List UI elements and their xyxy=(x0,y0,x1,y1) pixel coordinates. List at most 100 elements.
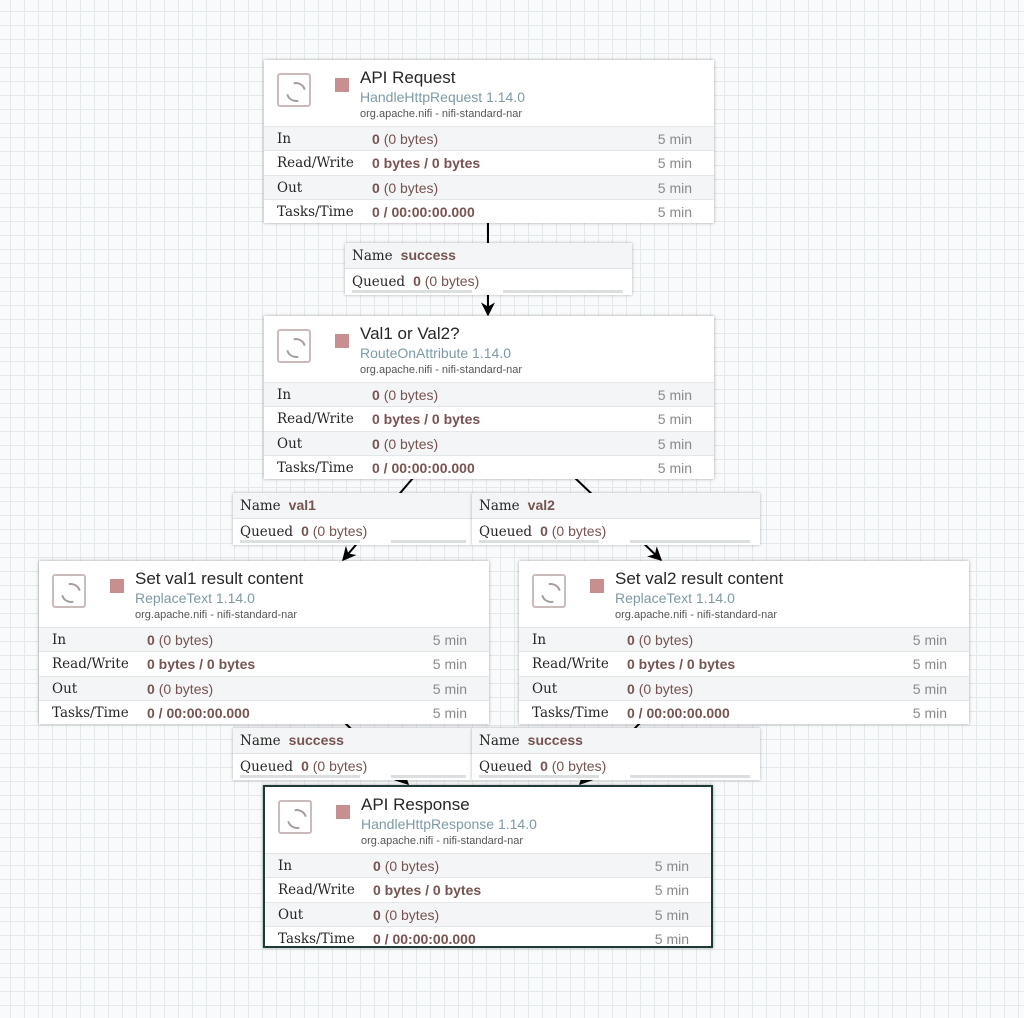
stat-window: 5 min xyxy=(432,680,467,697)
stat-value: 0 (0 bytes) xyxy=(372,432,438,456)
stat-window: 5 min xyxy=(654,906,689,923)
queued-size: (0 bytes) xyxy=(424,273,480,289)
queue-bar-count xyxy=(479,540,599,543)
stopped-status-icon xyxy=(336,805,350,819)
stat-label: Tasks/Time xyxy=(277,459,354,476)
processor-bundle: org.apache.nifi - nifi-standard-nar xyxy=(361,835,524,847)
stat-window: 5 min xyxy=(657,387,692,403)
stat-row-rw: Read/Write 0 bytes / 0 bytes 5 min xyxy=(265,877,711,901)
queued-count: 0 xyxy=(540,523,548,539)
queued-size: (0 bytes) xyxy=(551,758,607,774)
stat-size: (0 bytes) xyxy=(383,131,439,147)
stat-value: 0 bytes / 0 bytes xyxy=(373,882,482,899)
processor-name: API Response xyxy=(361,795,470,814)
processor-type: HandleHttpRequest 1.14.0 xyxy=(360,89,525,105)
stat-value: 0 / 00:00:00.000 xyxy=(373,930,476,947)
processor-type: RouteOnAttribute 1.14.0 xyxy=(360,345,511,361)
queue-bar-count xyxy=(352,290,472,293)
queued-label: Queued xyxy=(240,759,294,775)
stat-label: In xyxy=(277,131,292,147)
stat-value: 0 (0 bytes) xyxy=(147,628,213,652)
name-label: Name xyxy=(479,733,520,749)
stat-size: (0 bytes) xyxy=(383,435,439,452)
stat-size: (0 bytes) xyxy=(383,387,439,403)
stat-row-in: In 0 (0 bytes) 5 min xyxy=(519,627,969,652)
stat-size: (0 bytes) xyxy=(158,680,214,697)
stat-window: 5 min xyxy=(657,435,692,452)
stat-value: 0 (0 bytes) xyxy=(627,628,693,652)
stat-size: (0 bytes) xyxy=(638,632,694,648)
queue-bar-count xyxy=(240,775,360,778)
processor-type: ReplaceText 1.14.0 xyxy=(615,590,735,606)
processor-type: ReplaceText 1.14.0 xyxy=(135,590,255,606)
stopped-status-icon xyxy=(335,334,349,348)
stat-window: 5 min xyxy=(432,656,467,673)
stat-count: 0 xyxy=(372,387,380,403)
stat-window: 5 min xyxy=(912,632,947,648)
connection-name: val1 xyxy=(288,497,316,513)
queued-label: Queued xyxy=(352,274,406,290)
processor-bundle: org.apache.nifi - nifi-standard-nar xyxy=(360,364,523,376)
stat-window: 5 min xyxy=(657,203,692,220)
stat-label: Out xyxy=(52,680,78,697)
stat-count: 0 xyxy=(627,632,635,648)
stat-value: 0 bytes / 0 bytes xyxy=(372,411,481,428)
stat-count: 0 xyxy=(373,858,381,874)
processor-name: API Request xyxy=(360,68,456,87)
stat-count: 0 xyxy=(627,680,635,697)
processor-name: Set val2 result content xyxy=(615,569,784,588)
stat-value: 0 / 00:00:00.000 xyxy=(372,459,475,476)
stat-label: Out xyxy=(277,179,303,196)
stat-size: (0 bytes) xyxy=(384,858,440,874)
stat-label: Read/Write xyxy=(532,656,609,673)
stat-value: 0 (0 bytes) xyxy=(373,854,439,878)
stat-label: Read/Write xyxy=(278,882,355,899)
processor-icon xyxy=(532,574,566,608)
processor-bundle: org.apache.nifi - nifi-standard-nar xyxy=(135,609,298,621)
stopped-status-icon xyxy=(590,579,604,593)
connection-name: val2 xyxy=(527,497,555,513)
stat-value: 0 (0 bytes) xyxy=(373,903,439,927)
stat-window: 5 min xyxy=(657,179,692,196)
stat-value: 0 / 00:00:00.000 xyxy=(627,704,730,721)
stat-label: In xyxy=(532,632,547,648)
stat-window: 5 min xyxy=(912,656,947,673)
queue-bar-size xyxy=(630,540,750,543)
stat-label: Read/Write xyxy=(277,411,354,428)
queue-bar-size xyxy=(391,540,466,543)
stat-value: 0 (0 bytes) xyxy=(627,677,693,701)
stat-window: 5 min xyxy=(657,155,692,172)
stat-label: Tasks/Time xyxy=(278,930,355,947)
stat-window: 5 min xyxy=(654,882,689,899)
stopped-status-icon xyxy=(335,78,349,92)
queued-count: 0 xyxy=(540,758,548,774)
stat-count: 0 xyxy=(373,906,381,923)
